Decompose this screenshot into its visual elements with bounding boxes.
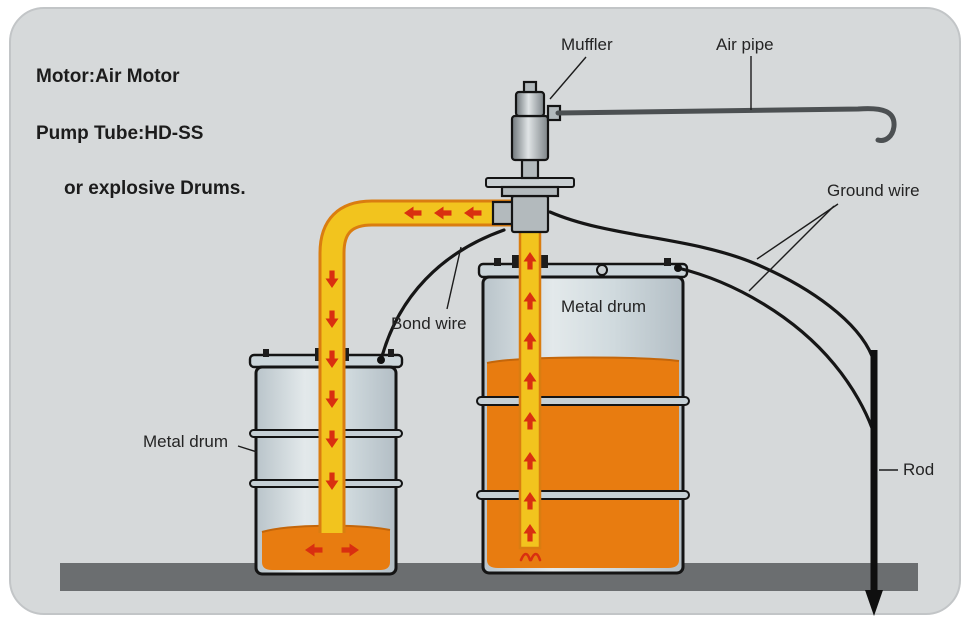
large-drum-lid bbox=[477, 262, 689, 279]
ground-wire-group bbox=[548, 210, 874, 430]
large-drum-group: Metal drum bbox=[476, 218, 690, 575]
air-motor-body bbox=[510, 114, 550, 162]
bond-wire-group bbox=[377, 228, 506, 364]
note-motor: Motor:Air Motor bbox=[36, 66, 180, 87]
air-pipe-line bbox=[555, 106, 897, 143]
lid-clamp bbox=[263, 349, 269, 357]
large-drum-liquid-surface bbox=[486, 356, 680, 364]
muffler-cap bbox=[522, 80, 538, 94]
pipe-outlet-fitting bbox=[491, 200, 515, 226]
large-drum-rib bbox=[476, 490, 690, 500]
small-drum-liquid bbox=[262, 525, 390, 570]
earth-rod-group bbox=[865, 350, 883, 616]
suction-swirl bbox=[529, 552, 542, 562]
ground-wire-from-drum bbox=[676, 266, 874, 430]
labels-group: Motor:Air Motor Pump Tube:HD-SS or explo… bbox=[36, 35, 934, 479]
lid-clamp bbox=[494, 258, 501, 266]
pump-tee bbox=[510, 194, 550, 234]
label-bond-wire: Bond wire bbox=[391, 314, 467, 333]
drum-bung bbox=[596, 264, 608, 276]
motor-neck bbox=[520, 158, 540, 180]
flange-spacer bbox=[500, 185, 560, 198]
ground-wire-pointer bbox=[756, 203, 839, 260]
label-ground-wire: Ground wire bbox=[827, 181, 920, 200]
small-drum-group bbox=[248, 348, 404, 576]
note-drums: or explosive Drums. bbox=[64, 178, 246, 199]
label-rod: Rod bbox=[903, 460, 934, 479]
mounting-flange bbox=[485, 177, 575, 188]
ground-wire-from-pump bbox=[548, 210, 874, 358]
large-drum-rib bbox=[476, 396, 690, 406]
pump-group bbox=[485, 80, 575, 234]
bond-wire-lug bbox=[377, 356, 385, 364]
transfer-pipe-group bbox=[305, 199, 511, 557]
ground-wire-lug bbox=[674, 264, 682, 272]
lid-clamp bbox=[388, 349, 394, 357]
muffler-pointer bbox=[549, 56, 587, 100]
bond-wire-line bbox=[379, 228, 506, 362]
muffler-body bbox=[514, 90, 546, 118]
label-metal-drum-small: Metal drum bbox=[143, 432, 228, 451]
transfer-pipe bbox=[321, 202, 511, 533]
rod-arrowhead bbox=[865, 590, 883, 616]
bond-wire-pointer bbox=[446, 246, 462, 310]
label-muffler: Muffler bbox=[561, 35, 613, 54]
ground-wire-pointer bbox=[748, 205, 835, 292]
suction-swirl bbox=[519, 552, 532, 562]
label-metal-drum-large: Metal drum bbox=[561, 297, 646, 316]
note-pump-tube: Pump Tube:HD-SS bbox=[36, 123, 203, 144]
lid-clamp bbox=[664, 258, 671, 266]
metal-drum-pointer bbox=[237, 445, 258, 453]
label-air-pipe: Air pipe bbox=[716, 35, 774, 54]
large-drum-liquid bbox=[487, 357, 679, 568]
